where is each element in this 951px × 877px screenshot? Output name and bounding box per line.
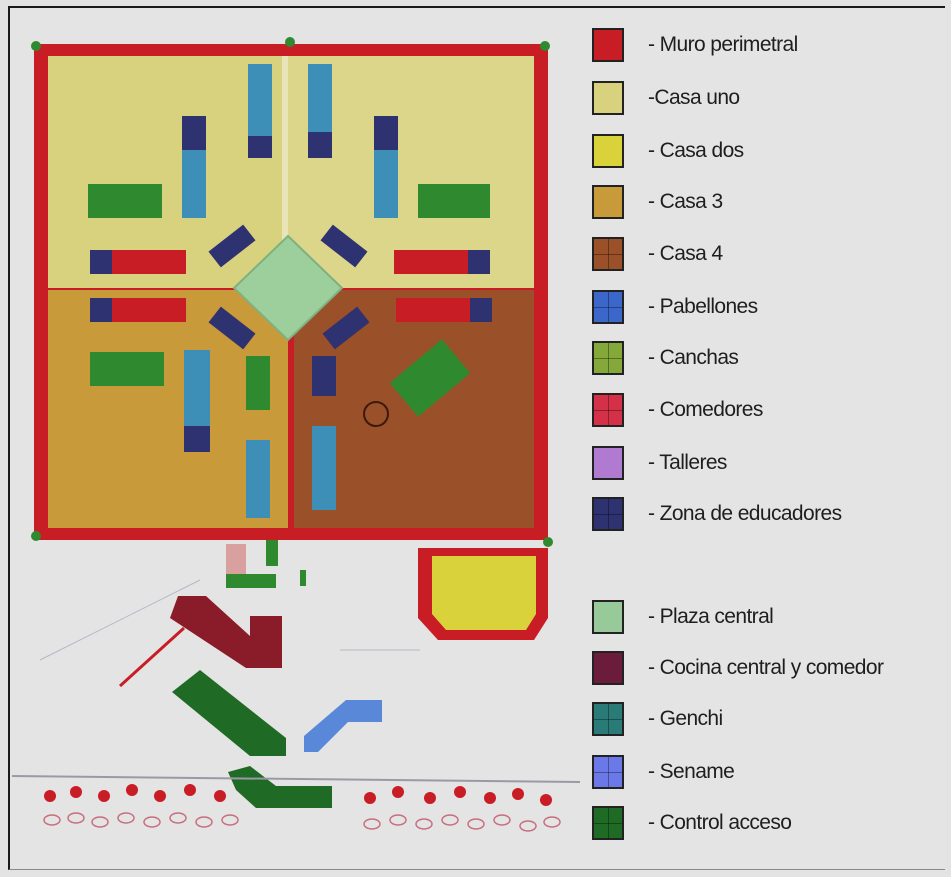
cancha bbox=[88, 184, 162, 218]
corner-post bbox=[285, 37, 295, 47]
cancha bbox=[90, 352, 164, 386]
zona-educadores bbox=[248, 136, 272, 158]
road bbox=[11, 775, 581, 783]
legend-item-casa-4: - Casa 4 bbox=[592, 234, 723, 274]
legend-swatch bbox=[592, 81, 624, 115]
divider-south bbox=[288, 290, 294, 528]
legend-swatch bbox=[592, 28, 624, 62]
legend-swatch bbox=[592, 600, 624, 634]
pabellon bbox=[248, 64, 272, 136]
legend-label: - Muro perimetral bbox=[648, 33, 798, 56]
zona-educadores bbox=[320, 224, 368, 268]
pabellon bbox=[184, 350, 210, 426]
zona-educadores bbox=[470, 298, 492, 322]
legend-label: - Plaza central bbox=[648, 605, 774, 628]
legend-swatch bbox=[592, 497, 624, 531]
cancha-circle bbox=[363, 401, 389, 427]
corner-post bbox=[31, 531, 41, 541]
parking-spaces bbox=[43, 812, 561, 832]
legend-item-canchas: - Canchas bbox=[592, 338, 739, 378]
control-acceso bbox=[300, 570, 306, 586]
legend-item-control-acceso: - Control acceso bbox=[592, 803, 792, 843]
legend-label: - Zona de educadores bbox=[648, 502, 842, 525]
legend-label: - Control acceso bbox=[648, 811, 792, 834]
legend-item-casa-dos: - Casa dos bbox=[592, 131, 744, 171]
legend-swatch bbox=[592, 237, 624, 271]
cancha bbox=[418, 184, 490, 218]
corner-post bbox=[540, 41, 550, 51]
zona-educadores bbox=[312, 356, 336, 396]
zona-educadores bbox=[90, 298, 112, 322]
pabellon bbox=[374, 150, 398, 218]
plaza-central bbox=[232, 234, 344, 342]
legend-swatch bbox=[592, 702, 624, 736]
legend-swatch bbox=[592, 651, 624, 685]
legend-item-comedores: - Comedores bbox=[592, 390, 763, 430]
zona-educadores bbox=[184, 426, 210, 452]
legend-swatch bbox=[592, 290, 624, 324]
gate-structure bbox=[226, 544, 246, 574]
control-acceso bbox=[266, 540, 278, 566]
legend-swatch bbox=[592, 341, 624, 375]
legend-item-casa-uno: -Casa uno bbox=[592, 78, 740, 118]
pabellon bbox=[308, 64, 332, 132]
legend-label: - Casa 3 bbox=[648, 190, 723, 213]
road bbox=[39, 579, 201, 661]
legend-label: - Casa 4 bbox=[648, 242, 723, 265]
control-acceso bbox=[172, 670, 286, 756]
legend-swatch bbox=[592, 806, 624, 840]
legend-item-pabellones: - Pabellones bbox=[592, 287, 758, 327]
cancha bbox=[389, 339, 471, 417]
legend-swatch bbox=[592, 755, 624, 789]
zona-educadores bbox=[322, 306, 370, 350]
legend-label: -Casa uno bbox=[648, 86, 740, 109]
zona-educadores bbox=[374, 116, 398, 150]
sename bbox=[304, 700, 382, 752]
pabellon bbox=[182, 150, 206, 218]
legend-item-genchi: - Genchi bbox=[592, 699, 723, 739]
legend-item-sename: - Sename bbox=[592, 752, 735, 792]
legend-swatch bbox=[592, 134, 624, 168]
legend-label: - Talleres bbox=[648, 451, 727, 474]
legend-label: - Comedores bbox=[648, 398, 763, 421]
legend-swatch bbox=[592, 393, 624, 427]
legend-label: - Casa dos bbox=[648, 139, 744, 162]
pabellon bbox=[312, 426, 336, 510]
access-path bbox=[118, 626, 186, 688]
legend-item-cocina-central: - Cocina central y comedor bbox=[592, 648, 884, 688]
zona-educadores bbox=[468, 250, 490, 274]
legend-item-plaza-central: - Plaza central bbox=[592, 597, 774, 637]
zona-educadores bbox=[182, 116, 206, 150]
control-acceso bbox=[226, 574, 276, 588]
pabellon bbox=[246, 440, 270, 518]
zona-educadores bbox=[308, 132, 332, 158]
legend-item-muro-perimetral: - Muro perimetral bbox=[592, 25, 798, 65]
control-acceso-main bbox=[228, 766, 332, 808]
legend-swatch bbox=[592, 185, 624, 219]
divider-north bbox=[282, 56, 288, 290]
cocina-central bbox=[170, 596, 282, 668]
zona-educadores bbox=[208, 306, 256, 350]
corner-post bbox=[31, 41, 41, 51]
legend-label: - Sename bbox=[648, 760, 735, 783]
legend-item-talleres: - Talleres bbox=[592, 443, 727, 483]
zona-educadores bbox=[208, 224, 256, 268]
zona-educadores bbox=[90, 250, 112, 274]
legend-item-casa-3: - Casa 3 bbox=[592, 182, 723, 222]
legend-swatch bbox=[592, 446, 624, 480]
legend-label: - Canchas bbox=[648, 346, 739, 369]
legend-label: - Cocina central y comedor bbox=[648, 656, 884, 679]
corner-post bbox=[543, 537, 553, 547]
legend-item-zona-educadores: - Zona de educadores bbox=[592, 494, 842, 534]
legend-label: - Genchi bbox=[648, 707, 723, 730]
parking-row bbox=[44, 784, 552, 806]
sename-yard bbox=[432, 556, 536, 630]
legend-label: - Pabellones bbox=[648, 295, 758, 318]
genchi bbox=[246, 356, 270, 410]
